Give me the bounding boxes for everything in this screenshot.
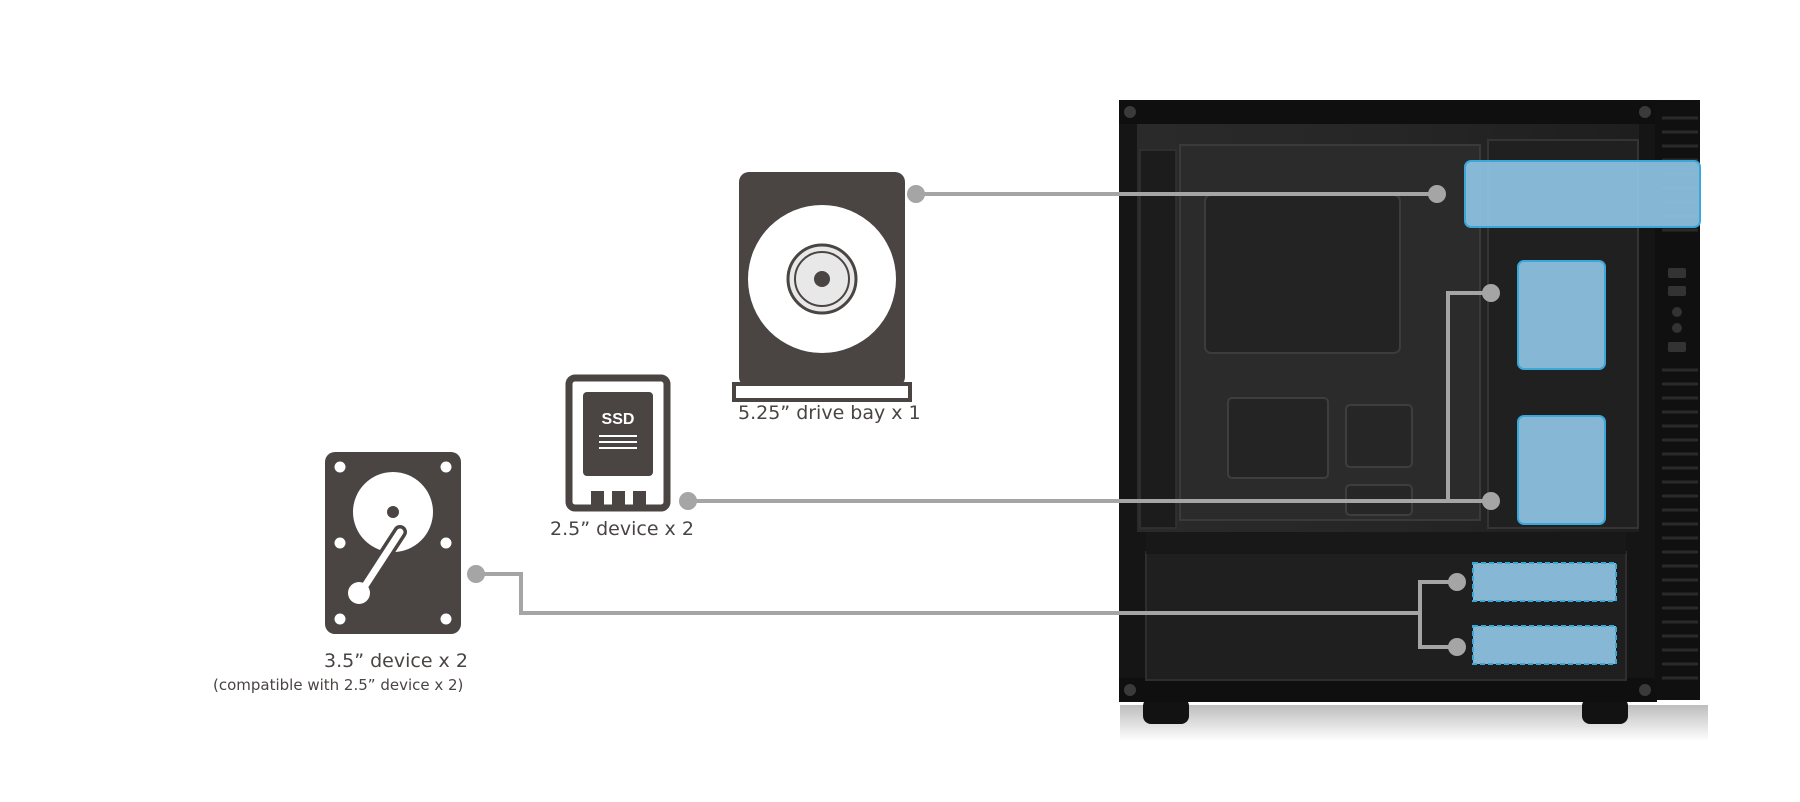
front-io-ports bbox=[1668, 268, 1686, 352]
dot-hdd-start bbox=[467, 565, 485, 583]
hard-drive-icon bbox=[325, 452, 461, 634]
connector-hdd bbox=[476, 572, 1418, 615]
bay-5-25-highlight bbox=[1464, 160, 1701, 228]
dot-optical-end bbox=[1428, 185, 1446, 203]
dot-optical-start bbox=[907, 185, 925, 203]
connector-lines bbox=[476, 192, 1491, 649]
dot-hdd-lower bbox=[1448, 638, 1466, 656]
case-foot-right bbox=[1582, 698, 1628, 724]
expansion-slots bbox=[1139, 149, 1177, 529]
dot-hdd-upper bbox=[1448, 573, 1466, 591]
ssd-icon: SSD bbox=[565, 374, 671, 512]
tray-cutout-top bbox=[1204, 194, 1401, 354]
optical-drive-icon bbox=[732, 172, 912, 402]
tray-cutout-small bbox=[1345, 404, 1413, 468]
case-foot-left bbox=[1143, 698, 1189, 724]
case-bottom-rail bbox=[1119, 678, 1657, 702]
label-optical-bay: 5.25” drive bay x 1 bbox=[738, 402, 921, 424]
psu-shroud-top bbox=[1146, 532, 1626, 554]
ssd-icon-text: SSD bbox=[602, 411, 635, 428]
connector-ssd-bracket bbox=[1446, 291, 1491, 501]
label-hdd-device: 3.5” device x 2 bbox=[324, 650, 468, 672]
connector-hdd-bracket bbox=[1418, 580, 1457, 649]
dot-ssd-upper bbox=[1482, 284, 1500, 302]
tray-cutout-cpu bbox=[1227, 397, 1329, 479]
bay-3-5-highlight-upper bbox=[1472, 562, 1617, 602]
label-ssd-device: 2.5” device x 2 bbox=[550, 518, 694, 540]
bay-3-5-highlight-lower bbox=[1472, 625, 1617, 665]
dot-ssd-lower bbox=[1482, 492, 1500, 510]
dot-ssd-start bbox=[679, 492, 697, 510]
label-hdd-compat-note: (compatible with 2.5” device x 2) bbox=[213, 676, 464, 694]
case-screws bbox=[1124, 106, 1651, 696]
bay-highlights bbox=[1464, 160, 1701, 665]
case-top-rail bbox=[1119, 100, 1657, 124]
bay-2-5-highlight-lower bbox=[1517, 415, 1606, 525]
connector-dots bbox=[467, 185, 1500, 656]
bay-2-5-highlight-upper bbox=[1517, 260, 1606, 370]
